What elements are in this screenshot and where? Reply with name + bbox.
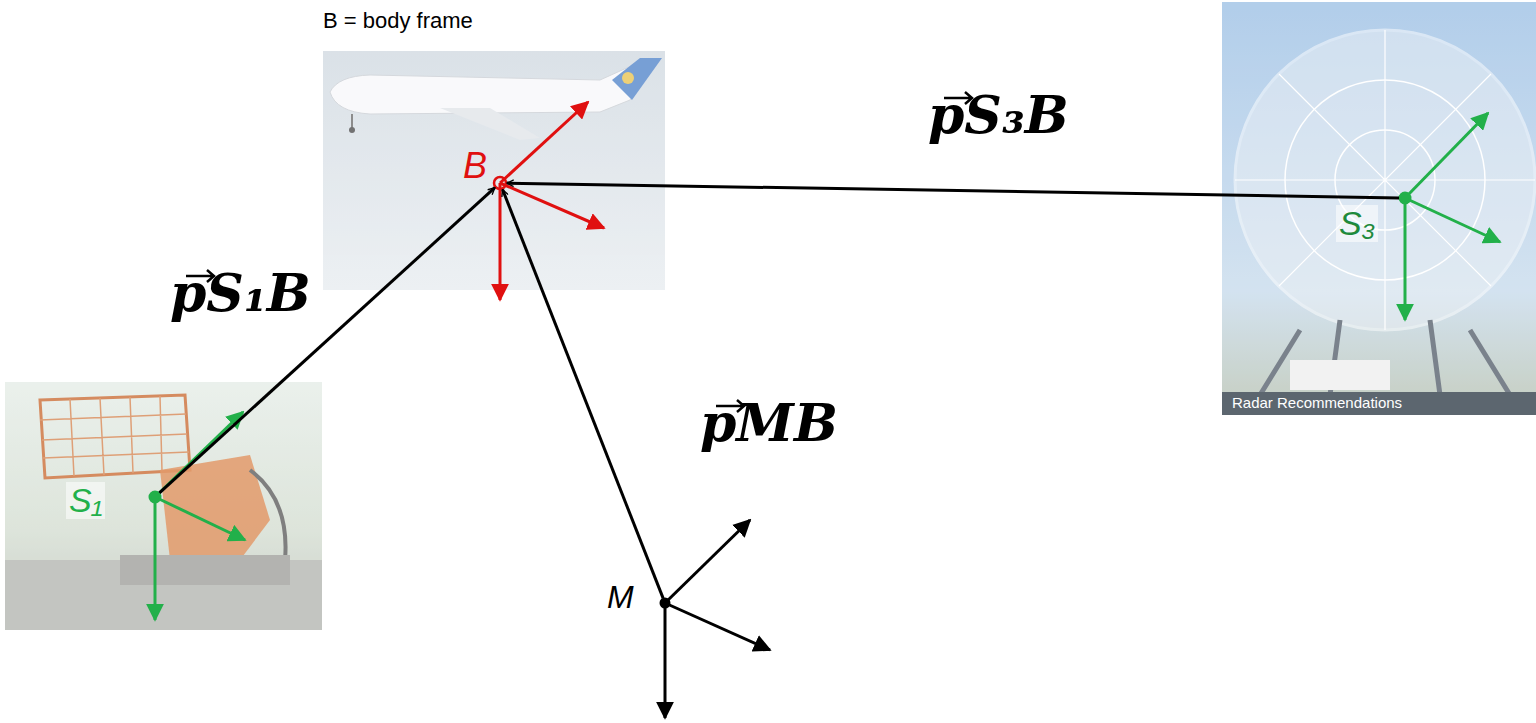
body-frame-axes bbox=[494, 102, 604, 300]
illustration-part bbox=[120, 555, 290, 585]
frame-origin: S₁ bbox=[66, 482, 105, 519]
illustration-part bbox=[1405, 113, 1488, 198]
illustration-part bbox=[330, 60, 660, 114]
illustration-part bbox=[1235, 30, 1535, 330]
vector-label-box: pS₁B bbox=[170, 262, 311, 324]
illustration-part bbox=[1405, 198, 1500, 242]
vector-label: pS₃B bbox=[928, 84, 1069, 145]
watermark: Radar Recommendations bbox=[1232, 394, 1402, 411]
position-vector bbox=[159, 188, 494, 493]
frame-label: S₃ bbox=[1336, 205, 1378, 242]
illustration-part bbox=[1404, 198, 1407, 320]
illustration-part bbox=[150, 492, 160, 502]
illustration-part bbox=[440, 108, 540, 140]
illustration-part bbox=[40, 396, 189, 476]
illustration-part bbox=[351, 114, 353, 128]
vector-label-box: pMB bbox=[700, 392, 838, 454]
vector-label: pS₁B bbox=[170, 262, 311, 323]
illustration-part bbox=[622, 72, 634, 84]
frame-origin: M bbox=[604, 580, 637, 615]
illustration-part bbox=[1222, 2, 1536, 415]
illustration-part bbox=[494, 177, 506, 189]
frame-label: M bbox=[604, 580, 637, 615]
illustration-part bbox=[661, 599, 669, 607]
illustration-part bbox=[349, 127, 355, 133]
sensor-frame-axes bbox=[1400, 113, 1500, 320]
illustration-part bbox=[250, 470, 286, 560]
airplane-photo bbox=[323, 51, 665, 290]
illustration-part bbox=[1235, 30, 1535, 330]
illustration-part bbox=[1222, 392, 1536, 415]
vector-label: pMB bbox=[700, 392, 838, 453]
illustration-part bbox=[612, 58, 662, 100]
illustration-part bbox=[5, 382, 322, 630]
frame-origin: S₃ bbox=[1336, 205, 1378, 242]
illustration-part bbox=[664, 603, 667, 718]
illustration-part bbox=[500, 102, 588, 183]
map-frame-axes bbox=[661, 520, 770, 718]
dish-photo bbox=[1222, 2, 1536, 415]
position-vector bbox=[503, 190, 664, 599]
vector-label-box: pS₃B bbox=[928, 84, 1069, 146]
radar-photo bbox=[5, 382, 322, 630]
illustration-part bbox=[1290, 360, 1390, 390]
illustration-part bbox=[499, 183, 502, 300]
frame-origin: B bbox=[460, 146, 490, 186]
illustration-part bbox=[665, 603, 770, 650]
illustration-part bbox=[1400, 193, 1410, 203]
frame-caption: B = body frame bbox=[323, 8, 473, 33]
illustration-part bbox=[154, 497, 157, 620]
frame-label: B bbox=[460, 146, 490, 186]
illustration-part bbox=[665, 520, 750, 603]
illustration-part bbox=[1260, 320, 1510, 395]
illustration-part bbox=[40, 395, 190, 478]
position-vector bbox=[507, 183, 1399, 198]
sensor-frame-axes bbox=[150, 412, 245, 620]
illustration-part bbox=[155, 497, 245, 540]
illustration-part bbox=[323, 51, 665, 290]
frame-label: S₁ bbox=[66, 482, 105, 519]
